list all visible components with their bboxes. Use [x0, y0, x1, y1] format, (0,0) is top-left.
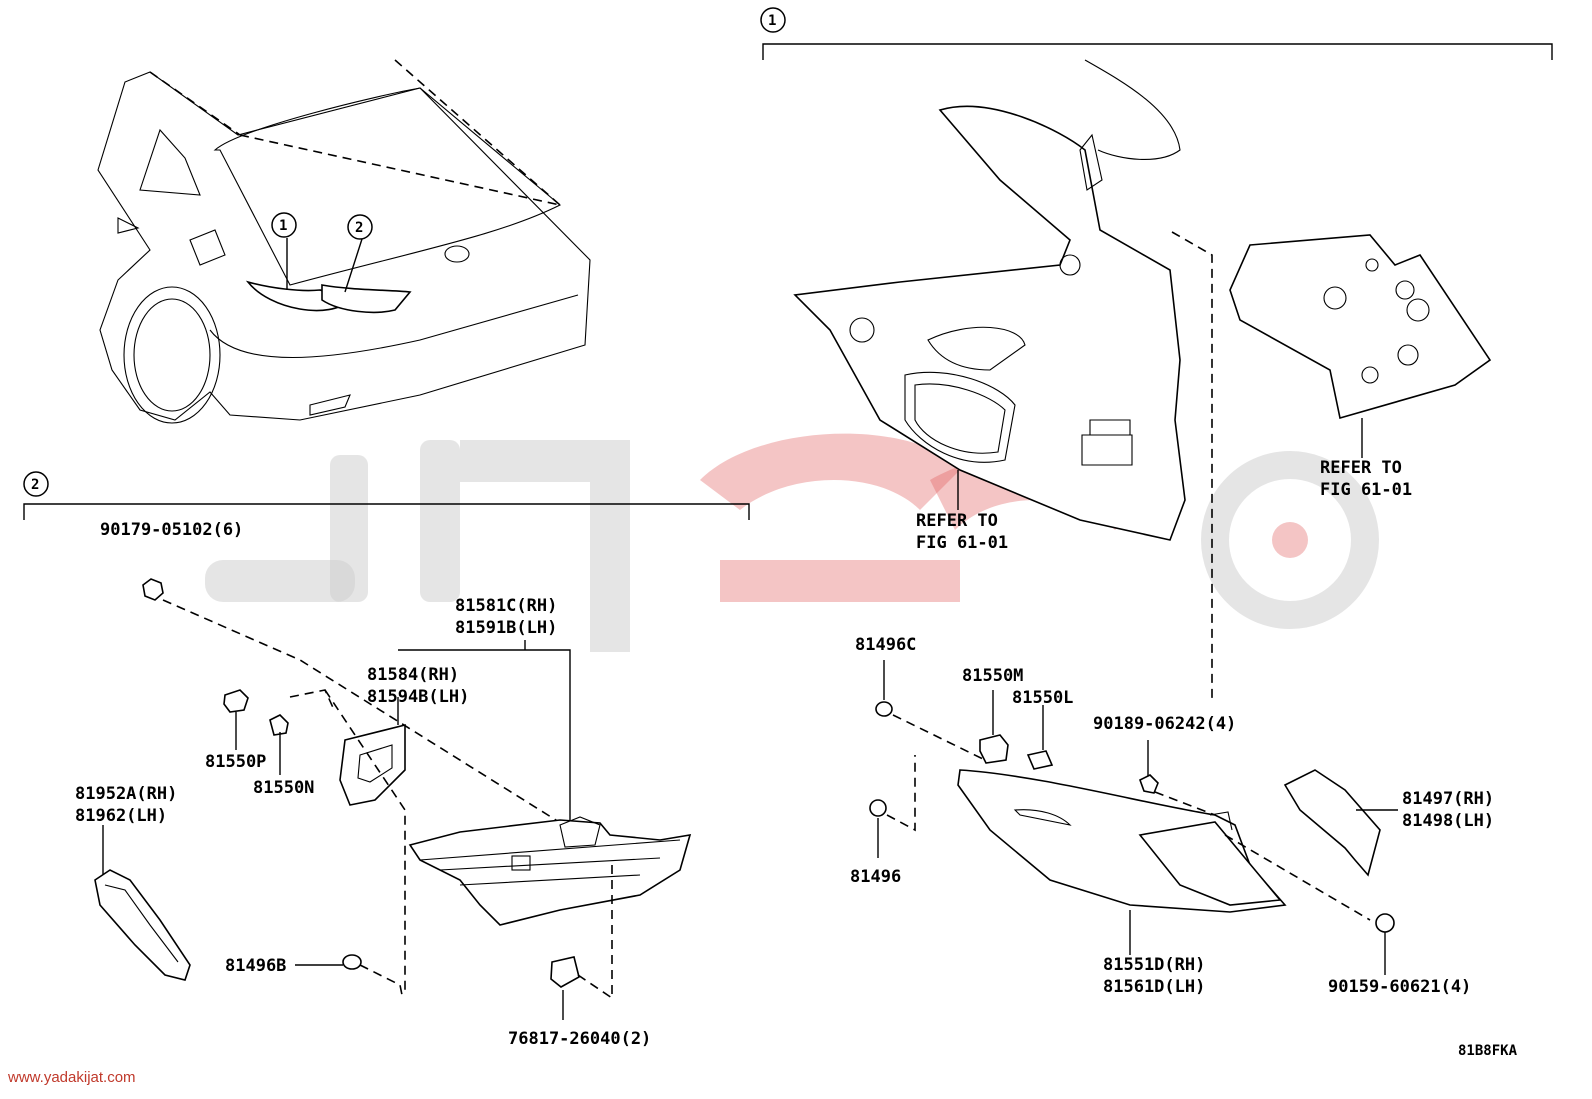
group-2-bracket: 2 [23, 471, 750, 520]
label-81496: 81496 [850, 867, 901, 887]
label-81551-lh: 81561D(LH) [1103, 977, 1205, 997]
group-1-lamp-parts [869, 660, 1398, 975]
label-90179: 90179-05102(6) [100, 520, 243, 540]
label-81952-rh: 81952A(RH) [75, 784, 177, 804]
callout-1-group: 1 [768, 13, 776, 29]
group-2-parts [94, 578, 692, 1020]
label-81581-rh: 81581C(RH) [455, 596, 557, 616]
trunk-bracket [1229, 234, 1492, 458]
refer-note-1-line2: FIG 61-01 [916, 533, 1008, 553]
label-81550L: 81550L [1012, 688, 1073, 708]
label-90159: 90159-60621(4) [1328, 977, 1471, 997]
callout-2-car: 2 [355, 220, 363, 236]
label-76817: 76817-26040(2) [508, 1029, 651, 1049]
label-81497-lh: 81498(LH) [1402, 811, 1494, 831]
label-90189: 90189-06242(4) [1093, 714, 1236, 734]
diagram-code: 81B8FKA [1458, 1043, 1518, 1059]
group-1-bracket: 1 [760, 7, 1553, 60]
label-81550M: 81550M [962, 666, 1023, 686]
callout-1-car: 1 [279, 218, 287, 234]
refer-note-2-line2: FIG 61-01 [1320, 480, 1412, 500]
label-81551-rh: 81551D(RH) [1103, 955, 1205, 975]
car-rear-illustration: 1 2 [97, 59, 591, 424]
label-81581-lh: 81591B(LH) [455, 618, 557, 638]
label-81550N: 81550N [253, 778, 314, 798]
label-81952-lh: 81962(LH) [75, 806, 167, 826]
label-81550P: 81550P [205, 752, 266, 772]
callout-2-group: 2 [31, 477, 39, 493]
label-81497-rh: 81497(RH) [1402, 789, 1494, 809]
trunk-lid-panel [793, 59, 1186, 541]
label-81496C: 81496C [855, 635, 916, 655]
label-81584-rh: 81584(RH) [367, 665, 459, 685]
refer-note-2-line1: REFER TO [1320, 458, 1402, 478]
label-81584-lh: 81594B(LH) [367, 687, 469, 707]
watermark-logo [205, 433, 1379, 652]
watermark-url[interactable]: www.yadakijat.com [7, 1069, 136, 1086]
label-81496B: 81496B [225, 956, 286, 976]
refer-note-1-line1: REFER TO [916, 511, 998, 531]
